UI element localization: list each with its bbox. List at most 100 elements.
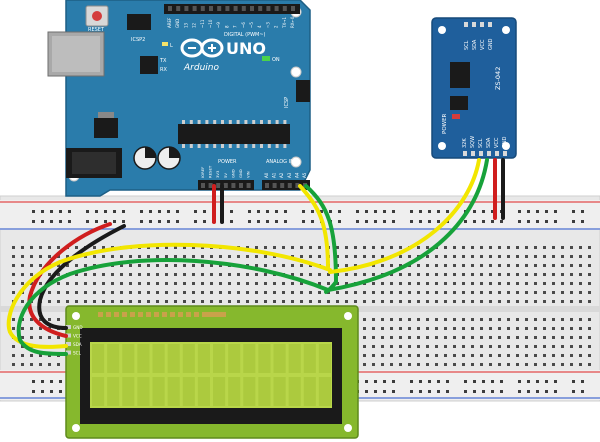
rail-hole [257,220,260,223]
breadboard-hole [489,246,492,249]
rail-hole [95,220,98,223]
breadboard-hole [561,318,564,321]
breadboard-hole [579,327,582,330]
chip-leg [221,120,224,124]
breadboard-hole [453,255,456,258]
rail-hole [428,380,431,383]
breadboard-hole [57,318,60,321]
rail-hole [518,390,521,393]
lcd-char-cell [273,344,286,373]
breadboard-hole [66,282,69,285]
breadboard-hole [543,345,546,348]
breadboard-hole [498,264,501,267]
breadboard-hole [219,273,222,276]
breadboard-hole [579,291,582,294]
breadboard-hole [543,255,546,258]
breadboard-hole [444,363,447,366]
breadboard-hole [363,363,366,366]
breadboard-hole [21,363,24,366]
breadboard-hole [543,246,546,249]
rail-hole [491,210,494,213]
breadboard-hole [471,264,474,267]
breadboard-hole [417,354,420,357]
breadboard-hole [489,273,492,276]
breadboard-hole [48,318,51,321]
breadboard-hole [552,291,555,294]
breadboard-hole [264,273,267,276]
breadboard-hole [588,336,591,339]
breadboard-hole [408,300,411,303]
breadboard-hole [552,354,555,357]
breadboard-hole [291,291,294,294]
breadboard-hole [21,345,24,348]
breadboard-hole [120,255,123,258]
rail-hole [50,380,53,383]
breadboard-hole [561,264,564,267]
breadboard-hole [462,255,465,258]
breadboard-hole [381,255,384,258]
rail-hole [545,380,548,383]
breadboard-hole [264,291,267,294]
lcd-pad [162,312,167,317]
breadboard-hole [12,363,15,366]
breadboard-hole [354,273,357,276]
breadboard-hole [489,327,492,330]
lcd-top-pads [98,312,226,317]
eeprom-chip [450,96,468,110]
breadboard-hole [291,246,294,249]
breadboard-hole [516,363,519,366]
breadboard-hole [435,345,438,348]
chip-leg [260,120,263,124]
chip-leg [260,144,263,148]
rail-hole [464,220,467,223]
usb-chip [140,56,158,74]
breadboard-hole [507,300,510,303]
header-pin-hole [192,6,197,11]
rail-hole [32,380,35,383]
breadboard-hole [462,291,465,294]
rail-hole [68,210,71,213]
breadboard-hole [372,282,375,285]
breadboard-hole [354,255,357,258]
chip-leg [236,144,240,148]
breadboard-hole [516,318,519,321]
breadboard-hole [444,291,447,294]
breadboard-hole [165,282,168,285]
breadboard-hole [264,246,267,249]
rail-hole [464,390,467,393]
rail-hole [392,210,395,213]
breadboard-hole [426,345,429,348]
rail-hole [32,210,35,213]
icsp2-label: ICSP2 [131,37,145,43]
breadboard-hole [210,255,213,258]
breadboard-hole [516,354,519,357]
breadboard-hole [561,363,564,366]
breadboard-hole [435,363,438,366]
breadboard-hole [444,273,447,276]
breadboard-hole [327,282,330,285]
breadboard-hole [570,291,573,294]
breadboard-hole [570,318,573,321]
breadboard-hole [246,255,249,258]
lcd-mounting-hole [344,312,352,320]
breadboard-hole [417,273,420,276]
breadboard-hole [291,264,294,267]
breadboard-hole [66,264,69,267]
rail-hole [473,210,476,213]
breadboard-hole [120,300,123,303]
breadboard-hole [237,273,240,276]
breadboard-hole [336,282,339,285]
breadboard-hole [426,363,429,366]
breadboard-hole [588,300,591,303]
breadboard-hole [201,264,204,267]
lcd-char-cell [318,344,331,373]
lcd-char-cell [107,377,120,406]
rail-hole [581,380,584,383]
lcd-pad [202,312,207,317]
led-on-label: ON [272,57,280,63]
breadboard-hole [246,273,249,276]
